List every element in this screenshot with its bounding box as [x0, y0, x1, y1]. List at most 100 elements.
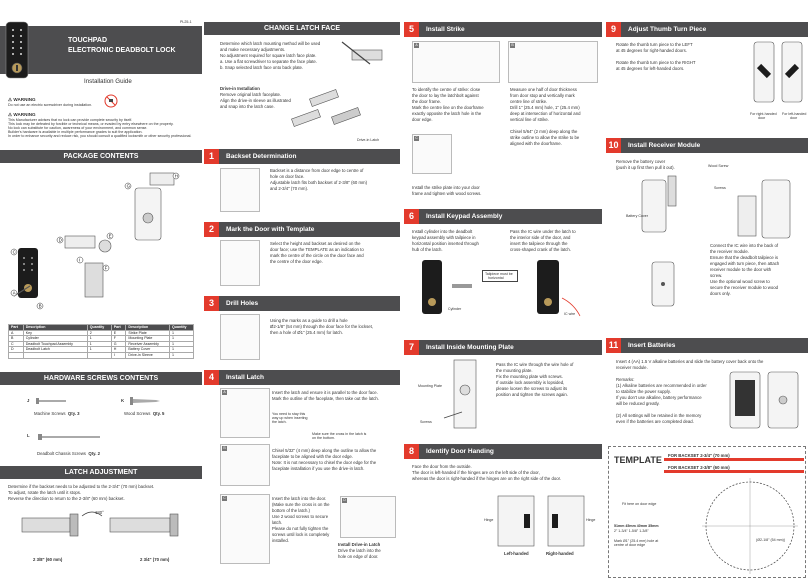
cell: 1	[168, 335, 195, 342]
mounting-plate-illustration	[443, 359, 477, 429]
svg-text:C: C	[13, 250, 17, 255]
step-1-illustration	[220, 168, 260, 212]
step-9-number: 9	[606, 22, 621, 37]
step-4c-line-0: Insert the latch into the door.	[272, 496, 327, 501]
step-4a-note2-1: on the bottom.	[312, 436, 335, 440]
callout-line-1: horizontal	[488, 276, 504, 280]
backset-70-label: 2 3/4" (70 mm)	[140, 557, 170, 562]
cell	[86, 352, 112, 359]
step-5a-line-3: Mark the centre line on the doorframe	[412, 105, 484, 110]
step-10-text2-0: Connect the IC wire into the back of	[710, 243, 779, 248]
step-6-number: 6	[404, 209, 419, 224]
step-7-line-0: Pass the IC wire through the wire hole o…	[496, 362, 574, 367]
remarks-0: Remarks:	[616, 377, 635, 382]
cell: 2	[86, 329, 112, 337]
drive-in-title: Drive-in Installation	[220, 86, 260, 91]
template-sizes-mm: 51mm 45mm 40mm 35mm	[614, 524, 659, 528]
wood-screw-icon	[130, 397, 160, 405]
step-4a-line-1: Mark the outline of the faceplate, then …	[272, 396, 380, 401]
step-8-title: Identify Door Handing	[426, 448, 494, 455]
cell: 1	[86, 335, 112, 342]
step-2-line-1: door face; use the TEMPLATE as an indica…	[270, 247, 364, 252]
step-4b-illustration: B	[220, 444, 270, 486]
backset-60-label: 2 3/8" (60 mm)	[33, 557, 63, 562]
cell: I	[110, 352, 127, 359]
svg-text:A: A	[13, 291, 16, 296]
step-10-text2-3: engaged with turn piece, then attach	[710, 261, 780, 266]
label-screws: Screws	[420, 420, 432, 424]
cell	[8, 352, 24, 359]
screw-k-label: K	[121, 398, 125, 403]
receiver-module-illustration	[641, 175, 791, 307]
label-right-handed: Right-handed	[546, 551, 574, 556]
step-10-text2-6: Use the optional wood screw to	[710, 279, 770, 284]
step-10-text2-2: Ensure that the deadbolt tailpiece is	[710, 255, 779, 260]
step-5c-line-0: Install the strike plate into your door	[412, 185, 480, 190]
cell: Deadbolt Touchpad Assembly	[22, 340, 88, 348]
step-11-line-1: receiver module.	[616, 365, 648, 370]
step-5a-line-0: To identify the centre of strike: close	[412, 87, 481, 92]
svg-text:E: E	[109, 234, 112, 239]
warning2-line-4: In order to enhance security and reduce …	[8, 134, 192, 138]
step-3-line-2: then a hole of Ø1" (25.4 mm) for latch.	[270, 330, 343, 335]
cell: 1	[86, 346, 112, 353]
template-fit-note: Fit here on door edge	[622, 502, 657, 506]
drive-in-latch-caption: Drive-in Latch	[357, 138, 380, 142]
screw-j-label: J	[27, 398, 30, 403]
step-7-line-4: please loosen the screws to adjust its	[496, 386, 568, 391]
step-4b-line-3: faceplate installation if you use the dr…	[272, 466, 365, 471]
cell: Deadbolt Latch	[22, 346, 88, 353]
step-3-illustration	[220, 314, 260, 360]
cell: 1	[168, 329, 195, 337]
template-mark-1: centre of door edge	[614, 543, 646, 547]
cell: Drive-in Sleeve	[125, 352, 170, 359]
rotation-angle: 180°	[95, 510, 104, 515]
step-6-left-0: Install cylinder into the deadbolt	[412, 229, 473, 234]
step-4a-line-0: Insert the latch and ensure it is parall…	[272, 390, 378, 395]
step-10-title: Install Receiver Module	[628, 142, 701, 149]
step-10-text2-7: secure the receiver module to wood	[710, 285, 779, 290]
step-4c-line-2: bottom of the latch.)	[272, 508, 310, 513]
step-4c-line-1: (Make sure the cross is on the	[272, 502, 330, 507]
step-10-text1-1: (push it up first then pull it out).	[616, 165, 675, 170]
cell: 1	[168, 352, 195, 359]
step-5b-extra-2: aligned with the doorframe.	[510, 141, 562, 146]
step-10-text2-8: doors only.	[710, 291, 731, 296]
chassis-screw-icon	[38, 434, 100, 440]
step-1-line-1: hole on door face.	[270, 174, 305, 179]
label-left-handed: Left-handed	[504, 551, 529, 556]
step-6-right-0: Pass the IC wire under the latch to	[510, 229, 576, 234]
step-4-number: 4	[204, 370, 219, 385]
step-7-line-2: Fix the mounting plate with screws.	[496, 374, 563, 379]
latch-adj-line-0: Determine if the backset needs to be adj…	[8, 484, 155, 489]
remarks-5: (2) All settings will be retained in the…	[616, 413, 702, 418]
th-desc-1: Description	[22, 324, 88, 331]
step-4b-line-1: faceplate to be aligned with the door ed…	[272, 454, 353, 459]
step-6-left-1: keypad assembly with tailpiece in	[412, 235, 476, 240]
step-10-number: 10	[606, 138, 621, 153]
step-5-title: Install Strike	[426, 26, 465, 33]
change-latch-line-0: Determine which latch mounting method wi…	[220, 41, 321, 46]
step-1-line-2: Adjustable latch fits both backset of 2-…	[270, 180, 368, 185]
callout-line-0: Tailpiece must be	[485, 272, 513, 276]
latch-adjustment-heading: LATCH ADJUSTMENT	[0, 466, 202, 479]
step-9-text2-0: Rotate the thumb turn piece to the RIGHT	[616, 60, 696, 65]
step-6-left-3: hub of the latch.	[412, 247, 443, 252]
step-4c-line-5: Please do not fully tighten the	[272, 526, 329, 531]
label-cylinder: Cylinder	[448, 307, 462, 311]
change-latch-line-3: a. Use a flat screwdriver to separate th…	[220, 59, 317, 64]
step-4b-line-0: Chisel 5/32" (4 mm) deep along the outli…	[272, 448, 377, 453]
screw-l-label: L	[27, 433, 30, 438]
step-7-line-5: position and tighten the screws again.	[496, 392, 568, 397]
step-5-number: 5	[404, 22, 419, 37]
warning2-title: ⚠ WARNING	[8, 112, 36, 117]
